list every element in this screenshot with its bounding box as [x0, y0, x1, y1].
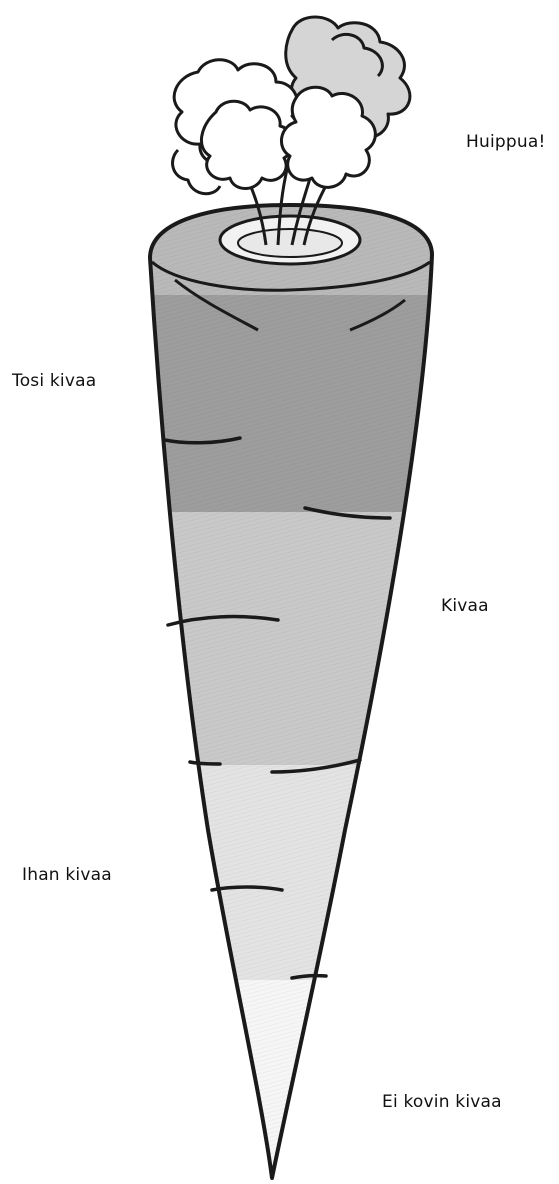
rating-label-tosi-kivaa: Tosi kivaa: [12, 371, 96, 391]
rating-label-huippua: Huippua!: [466, 132, 545, 152]
carrot-leaves: [173, 17, 410, 194]
rating-label-ihan-kivaa: Ihan kivaa: [22, 865, 112, 885]
rating-label-ei-kovin-kivaa: Ei kovin kivaa: [382, 1092, 502, 1112]
rating-label-kivaa: Kivaa: [441, 596, 489, 616]
carrot-shading: [140, 200, 440, 1184]
